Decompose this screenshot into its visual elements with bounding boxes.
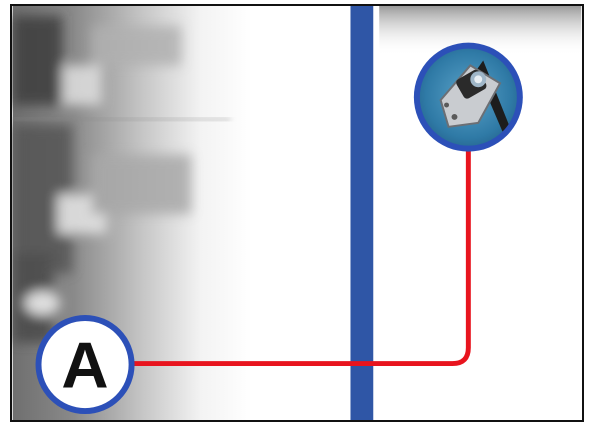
diagram-canvas (12, 6, 582, 420)
callout-badge (36, 315, 135, 414)
diagram-frame: A (10, 4, 584, 422)
vertical-blue-bar (350, 6, 373, 420)
